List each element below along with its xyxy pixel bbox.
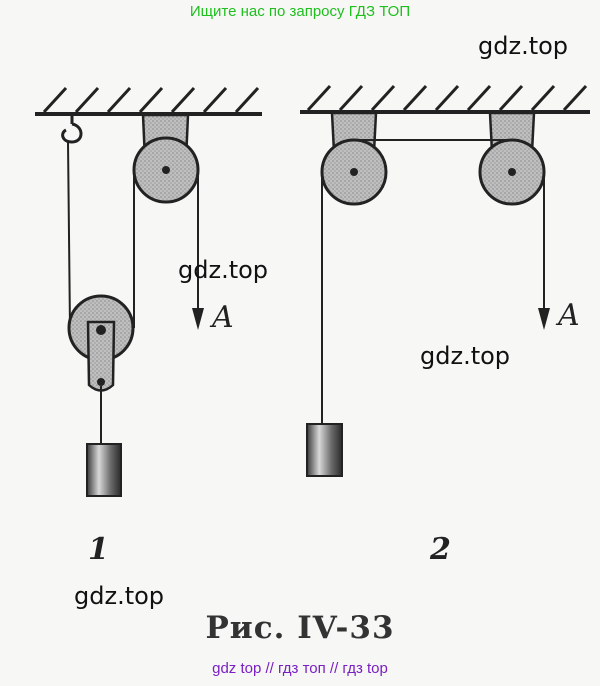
rope-1 [67, 141, 199, 329]
watermark-top-right: gdz.top [478, 32, 569, 60]
ceiling-2 [300, 84, 590, 114]
arrow-a-2 [538, 308, 550, 330]
weight-2 [306, 423, 343, 477]
arrow-label-1: A [212, 300, 234, 335]
rope-2 [321, 139, 545, 424]
figure-caption: Рис. IV-33 [205, 610, 395, 646]
top-banner[interactable]: Ищите нас по запросу ГДЗ ТОП [189, 3, 411, 20]
arrow-a-1 [192, 308, 204, 330]
hook-icon [61, 115, 83, 144]
footer-links[interactable]: gdz top // гдз топ // гдз top [212, 660, 388, 677]
watermark-middle-left: gdz.top [178, 256, 269, 284]
fixed-pulley-2-right [478, 111, 546, 206]
movable-pulley-1 [67, 294, 135, 392]
weight-1 [86, 386, 122, 497]
watermark-bottom-left: gdz.top [74, 582, 165, 610]
fixed-pulley-1 [132, 113, 200, 204]
ceiling-1 [35, 86, 262, 116]
watermark-middle-right: gdz.top [420, 342, 511, 370]
arrow-label-2: A [558, 298, 580, 333]
figure-label-2: 2 [430, 532, 451, 567]
figure-label-1: 1 [88, 532, 109, 567]
fixed-pulley-2-left [320, 111, 388, 206]
